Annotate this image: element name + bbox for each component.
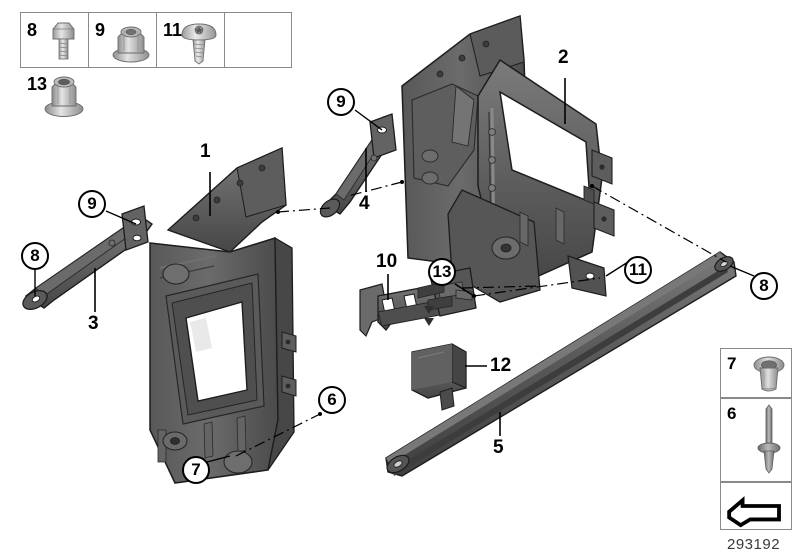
legend-cell-8: 8 bbox=[21, 13, 89, 67]
axis-6-7 bbox=[235, 413, 321, 457]
side-legend-item-6: 6 bbox=[720, 398, 792, 482]
part-1-shape bbox=[149, 146, 297, 484]
leader-callout-9-left bbox=[105, 210, 137, 225]
leader-lines bbox=[94, 78, 566, 436]
legend-number-13: 13 bbox=[27, 74, 48, 94]
fastener-legend: 8 bbox=[20, 12, 292, 117]
legend-number-8: 8 bbox=[27, 20, 38, 40]
part-5-shape bbox=[385, 251, 737, 477]
part-12-shape bbox=[411, 343, 467, 411]
legend-cell-13: 13 bbox=[21, 67, 89, 121]
torx-pan-screw-icon bbox=[178, 17, 220, 65]
leader-callout-9-mid bbox=[354, 109, 383, 131]
axis-13-11 bbox=[473, 277, 601, 297]
leader-callout-8-right bbox=[729, 265, 755, 277]
hex-flange-nut-icon bbox=[43, 71, 85, 117]
part-label-4: 4 bbox=[359, 193, 370, 214]
axis-1-3 bbox=[277, 207, 331, 213]
callout-8-right[interactable]: 8 bbox=[750, 272, 778, 300]
flange-nut-icon bbox=[110, 17, 152, 63]
leader-callout-7 bbox=[206, 455, 231, 463]
direction-arrow-icon bbox=[727, 496, 781, 528]
part-label-1: 1 bbox=[200, 141, 211, 162]
part-label-3: 3 bbox=[88, 313, 99, 334]
side-legend-number-7: 7 bbox=[727, 354, 737, 373]
part-label-2: 2 bbox=[558, 47, 569, 68]
side-legend-item-7: 7 bbox=[720, 348, 792, 398]
part-label-10: 10 bbox=[376, 251, 398, 272]
part-2-shape bbox=[401, 14, 615, 303]
expanding-rivet-icon bbox=[747, 401, 789, 479]
axis-10-2 bbox=[461, 285, 541, 289]
part-4-shape bbox=[319, 113, 397, 218]
callout-6[interactable]: 6 bbox=[318, 386, 346, 414]
leader-callout-13 bbox=[454, 283, 475, 297]
part-label-5: 5 bbox=[493, 437, 504, 458]
callout-7[interactable]: 7 bbox=[182, 456, 210, 484]
callout-8-left[interactable]: 8 bbox=[21, 242, 49, 270]
direction-arrow-box bbox=[720, 482, 792, 530]
legend-number-11: 11 bbox=[163, 20, 183, 40]
part-3-shape bbox=[22, 205, 153, 310]
part-label-12: 12 bbox=[490, 355, 512, 376]
callout-leaders bbox=[34, 109, 755, 463]
legend-cell-11: 11 bbox=[157, 13, 225, 67]
axis-2-8 bbox=[591, 185, 727, 263]
assembly-axis-lines bbox=[235, 181, 727, 457]
callout-9-left[interactable]: 9 bbox=[78, 190, 106, 218]
legend-cell-9: 9 bbox=[89, 13, 157, 67]
legend-number-9: 9 bbox=[95, 20, 106, 40]
side-legend-number-6: 6 bbox=[727, 404, 737, 423]
axis-2-4 bbox=[347, 181, 403, 197]
part-10-shape bbox=[359, 267, 477, 338]
callout-11[interactable]: 11 bbox=[624, 256, 652, 284]
callout-9-mid[interactable]: 9 bbox=[327, 88, 355, 116]
axis-endpoint-dots bbox=[276, 180, 594, 416]
diagram-id-number: 293192 bbox=[727, 536, 781, 553]
callout-13[interactable]: 13 bbox=[428, 258, 456, 286]
grommet-bushing-icon bbox=[747, 351, 789, 395]
hex-bolt-icon bbox=[42, 17, 84, 63]
